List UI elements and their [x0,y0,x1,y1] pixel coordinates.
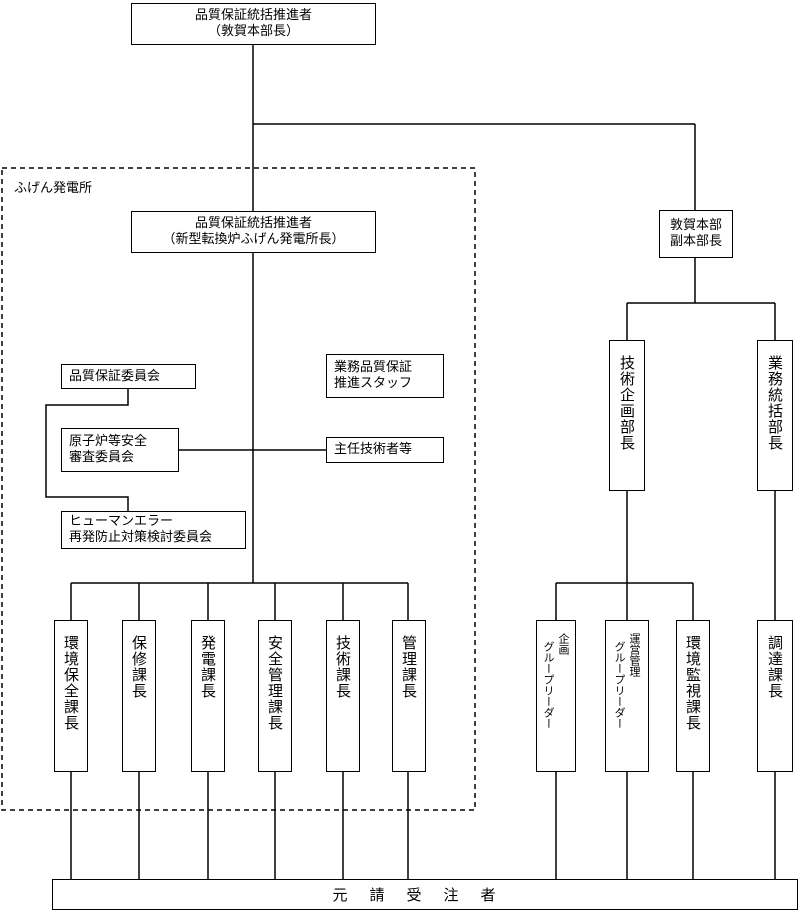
section-engineering-box: 技術課長 [326,620,360,772]
prime-contractor-box: 元請受注者 [52,879,798,910]
general-affairs-dept-label: 業務統括部長 [766,355,784,451]
human-error-committee-line2: 再発防止対策検討委員会 [69,530,213,545]
section-power-generation-box: 発電課長 [191,620,225,772]
tech-planning-dept-label: 技術企画部長 [618,355,636,451]
section-env-conservation-box: 環境保全課長 [54,620,88,772]
fugen-boundary [1,167,476,811]
qa-staff-line2: 推進スタッフ [334,376,413,391]
prime-contractor-label: 元請受注者 [332,886,518,904]
procurement-section-label: 調達課長 [766,635,784,699]
section-administration-box: 管理課長 [392,620,426,772]
deputy-director-line1: 敦賀本部 [669,218,722,233]
top-promoter-title: 品質保証統括推進者 [194,8,312,23]
planning-group-label: グループリーダー [542,641,555,729]
top-promoter-role: （敦賀本部長） [207,24,299,39]
fugen-promoter-title: 品質保証統括推進者 [194,216,312,231]
reactor-safety-committee-line2: 審査委員会 [69,450,135,465]
human-error-committee-box: ヒューマンエラー 再発防止対策検討委員会 [61,511,246,549]
section-maintenance-box: 保修課長 [122,620,156,772]
deputy-director-line2: 副本部長 [669,234,722,249]
qa-committee-box: 品質保証委員会 [61,364,196,389]
line-committee-bracket [45,388,129,512]
operations-group-label: グループリーダー [613,641,626,729]
planning-group-prefix: 企画 [557,633,570,655]
qa-committee-label: 品質保証委員会 [69,368,161,384]
fugen-area-label: ふげん発電所 [14,181,93,196]
env-monitoring-section-label: 環境監視課長 [684,635,702,731]
section-maintenance-label: 保修課長 [130,635,148,699]
qa-staff-box: 業務品質保証 推進スタッフ [326,354,444,398]
section-engineering-label: 技術課長 [334,635,352,699]
env-monitoring-section-box: 環境監視課長 [676,620,710,772]
top-promoter-box: 品質保証統括推進者 （敦賀本部長） [131,3,376,45]
deputy-director-box: 敦賀本部 副本部長 [659,210,733,258]
section-administration-label: 管理課長 [400,635,418,699]
chief-engineer-label: 主任技術者等 [334,442,413,457]
tech-planning-dept-box: 技術企画部長 [609,340,645,491]
section-env-conservation-label: 環境保全課長 [62,635,80,731]
chief-engineer-box: 主任技術者等 [326,437,444,463]
section-power-generation-label: 発電課長 [199,635,217,699]
operations-group-leader-box: 運営管理 グループリーダー [605,620,649,772]
planning-group-leader-box: 企画 グループリーダー [536,620,576,772]
procurement-section-box: 調達課長 [757,620,793,772]
section-safety-management-label: 安全管理課長 [266,635,284,731]
reactor-safety-committee-line1: 原子炉等安全 [69,434,148,449]
fugen-promoter-box: 品質保証統括推進者 （新型転換炉ふげん発電所長） [131,211,376,253]
human-error-committee-line1: ヒューマンエラー [69,514,174,529]
section-safety-management-box: 安全管理課長 [258,620,292,772]
reactor-safety-committee-box: 原子炉等安全 審査委員会 [61,428,179,472]
operations-group-prefix: 運営管理 [628,633,641,677]
fugen-promoter-role: （新型転換炉ふげん発電所長） [162,232,345,247]
qa-staff-line1: 業務品質保証 [334,360,413,375]
general-affairs-dept-box: 業務統括部長 [757,340,793,491]
